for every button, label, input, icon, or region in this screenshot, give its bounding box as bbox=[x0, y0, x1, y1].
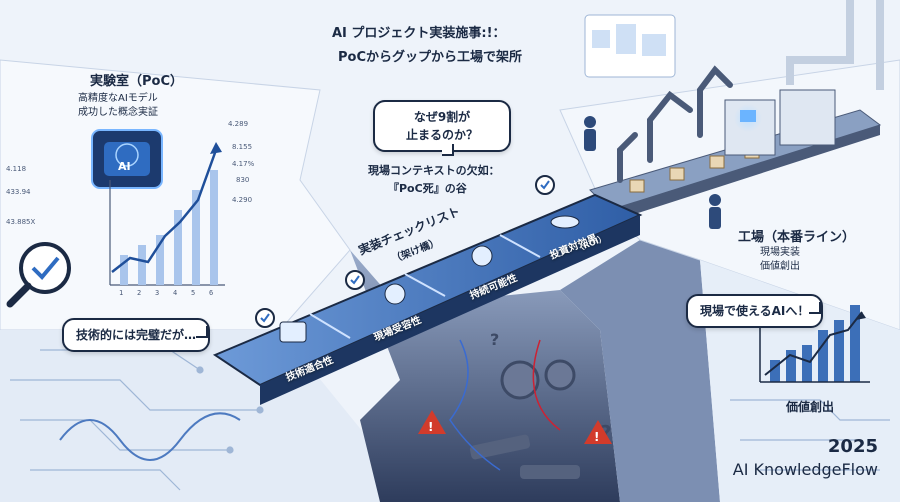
valley-line1: 現場コンテキストの欠如： bbox=[368, 164, 500, 177]
svg-text:!: ! bbox=[594, 430, 599, 444]
factory-desc-line2: 価値創出 bbox=[760, 261, 800, 272]
bridge-segment-icon bbox=[279, 215, 580, 343]
poc-right-value: 4.289 bbox=[228, 120, 249, 128]
ai-chip-icon bbox=[91, 129, 163, 189]
chasm bbox=[350, 250, 620, 502]
page-subtitle: PoCからグップから工場で架所 bbox=[338, 50, 522, 65]
svg-text:?: ? bbox=[600, 421, 612, 445]
poc-axis-tick-label: 5 bbox=[191, 289, 195, 297]
warning-icon: ! bbox=[418, 410, 446, 434]
poc-left-value: 433.94 bbox=[6, 188, 31, 196]
poc-axis-tick-label: 3 bbox=[155, 289, 159, 297]
factory-pipes bbox=[786, 0, 884, 90]
poc-heading: 実験室（PoC） bbox=[90, 74, 183, 89]
robot-arm bbox=[617, 65, 733, 183]
chasm-wall-right bbox=[560, 240, 720, 502]
factory-desc-line1: 現場実装 bbox=[760, 247, 800, 258]
circuit-lines-right bbox=[730, 399, 890, 471]
bridge-checklist bbox=[212, 175, 643, 405]
poc-line-chart: 1 2 3 4 5 6 bbox=[109, 142, 225, 297]
floor-wave-chart bbox=[59, 412, 241, 461]
poc-left-value: 43.885X bbox=[6, 218, 36, 226]
poc-right-value: 8.155 bbox=[232, 143, 253, 151]
value-chart-label: 価値創出 bbox=[786, 400, 835, 414]
factory-dashboard bbox=[584, 14, 676, 78]
ai-chip-label: AI bbox=[118, 160, 131, 173]
poc-axis-tick-label: 2 bbox=[137, 289, 141, 297]
poc-left-value: 4.118 bbox=[6, 165, 27, 173]
question-bubble: なぜ9割が 止まるのか？ bbox=[373, 100, 511, 156]
chasm-debris: ? ? bbox=[449, 330, 612, 479]
factory-ready-text: 現場で使えるAIへ！ bbox=[700, 304, 810, 318]
circuit-lines-left bbox=[10, 349, 264, 491]
footer-brand: AI KnowledgeFlow bbox=[732, 460, 878, 479]
value-bar-chart bbox=[759, 300, 870, 383]
check-circle-icon bbox=[255, 175, 555, 328]
worker-figure bbox=[584, 116, 721, 229]
poc-right-value: 830 bbox=[236, 176, 250, 184]
poc-right-value: 4.290 bbox=[232, 196, 253, 204]
factory-ready-bubble: 現場で使えるAIへ！ bbox=[686, 294, 824, 328]
poc-axis-tick-label: 1 bbox=[119, 289, 123, 297]
svg-text:?: ? bbox=[490, 330, 499, 349]
factory-machine bbox=[724, 89, 836, 156]
poc-right-value: 4.17% bbox=[232, 160, 255, 168]
poc-desc-line2: 成功した概念実証 bbox=[78, 107, 158, 118]
poc-axis-tick-label: 6 bbox=[209, 289, 213, 297]
footer-year: 2025 bbox=[827, 436, 878, 457]
poc-axis-tick-label: 4 bbox=[173, 289, 177, 297]
page-title: AI プロジェクト実装施事:!： bbox=[332, 26, 506, 41]
svg-text:!: ! bbox=[428, 420, 433, 434]
factory-heading: 工場（本番ライン） bbox=[738, 230, 856, 245]
technical-text: 技術的には完璧だが… bbox=[76, 328, 197, 342]
warning-icon: ! bbox=[584, 420, 612, 444]
magnifier-check-icon bbox=[6, 242, 71, 308]
technical-bubble: 技術的には完璧だが… bbox=[62, 318, 211, 352]
valley-line2: 『PoC死』の谷 bbox=[388, 182, 467, 195]
question-line1: なぜ9割が bbox=[413, 110, 471, 124]
question-line2: 止まるのか？ bbox=[405, 128, 478, 142]
poc-desc-line1: 高精度なAIモデル bbox=[78, 93, 158, 104]
